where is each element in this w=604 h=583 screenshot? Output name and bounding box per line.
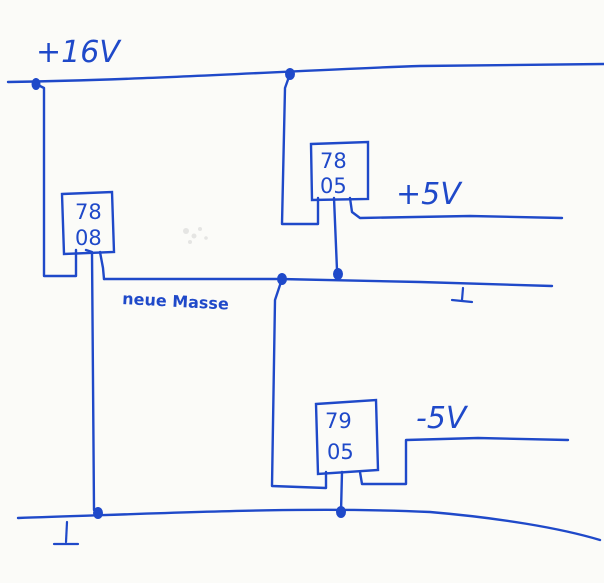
lead-7808-output (84, 248, 96, 512)
regulator-7808-body (60, 190, 116, 256)
junction-dot (336, 506, 346, 518)
label-virtual-ground: neue Masse (122, 289, 230, 314)
ground-symbol-main (52, 520, 80, 546)
lead-7808-input (34, 82, 78, 278)
regulator-7805-line2: 05 (320, 174, 347, 198)
regulator-7805-line1: 78 (320, 149, 347, 173)
junction-dot (285, 68, 295, 80)
regulator-7905-body (314, 398, 380, 476)
lead-7805-input (280, 72, 320, 226)
junction-dot (333, 268, 343, 280)
lead-7805-output (348, 196, 564, 220)
virtual-ground-rail (102, 277, 554, 288)
paper-smudge (183, 227, 208, 244)
label-output-minus-5v: -5V (416, 401, 469, 436)
junction-dot (31, 78, 41, 90)
junction-dot (277, 273, 287, 285)
label-output-plus-5v: +5V (396, 177, 463, 212)
junction-dot (93, 507, 103, 519)
lead-7905-input (270, 277, 328, 490)
lead-7805-ground (332, 196, 340, 276)
regulator-7905-line1: 79 (325, 409, 352, 433)
regulator-7905-line2: 05 (327, 440, 354, 464)
label-supply-16v: +16V (36, 35, 122, 70)
ground-rail (16, 508, 602, 542)
lead-7905-ground (339, 470, 344, 514)
regulator-7805-body (309, 140, 370, 202)
regulator-7808-line2: 08 (75, 226, 102, 250)
lead-7808-ground (98, 250, 106, 281)
ground-symbol-virtual (450, 286, 474, 304)
regulator-7808-line1: 78 (75, 200, 102, 224)
regulator-7805: 78 05 (309, 140, 370, 202)
regulator-7808: 78 08 (60, 190, 116, 256)
lead-7905-output (358, 436, 570, 486)
regulator-7905: 79 05 (314, 398, 380, 476)
supply-rail-16v (6, 62, 604, 84)
